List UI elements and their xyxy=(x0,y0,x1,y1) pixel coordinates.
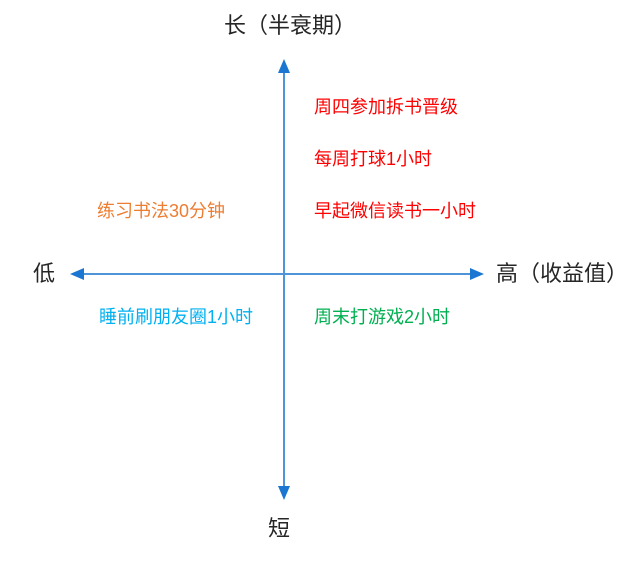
arrow-up-icon xyxy=(278,59,290,73)
quadrant-bottom-left-items: 睡前刷朋友圈1小时 xyxy=(99,308,253,326)
x-axis-right-label: 高（收益值） xyxy=(496,261,629,286)
quadrant-item: 周四参加拆书晋级 xyxy=(314,97,458,117)
quadrant-item: 每周打球1小时 xyxy=(314,149,433,169)
quadrant-item: 练习书法30分钟 xyxy=(97,201,226,221)
quadrant-item: 睡前刷朋友圈1小时 xyxy=(99,307,254,327)
x-axis-left-label: 低 xyxy=(33,261,56,286)
arrow-left-icon xyxy=(70,268,84,280)
quadrant-bottom-right-items: 周末打游戏2小时 xyxy=(314,308,450,326)
quadrant-top-right-items: 周四参加拆书晋级 每周打球1小时 早起微信读书一小时 xyxy=(314,98,476,220)
y-axis-top-label: 长（半衰期） xyxy=(223,13,357,38)
quadrant-item: 早起微信读书一小时 xyxy=(314,201,476,221)
y-axis-bottom-label: 短 xyxy=(267,516,291,541)
quadrant-top-left-items: 练习书法30分钟 xyxy=(97,202,225,220)
arrow-down-icon xyxy=(278,486,290,500)
quadrant-item: 周末打游戏2小时 xyxy=(314,307,451,327)
arrow-right-icon xyxy=(470,268,484,280)
